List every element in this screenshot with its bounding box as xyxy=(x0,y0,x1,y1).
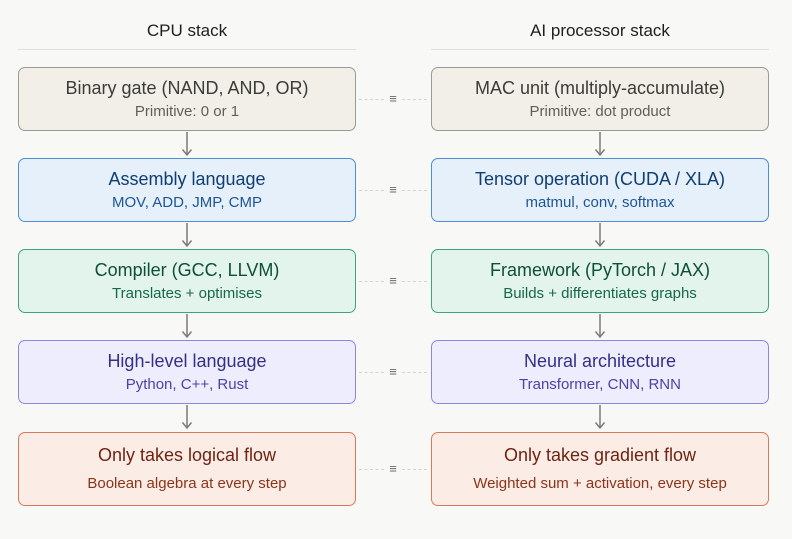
ai-layer-5-subtitle: Weighted sum + activation, every step xyxy=(473,474,727,492)
cpu-arrow-down-icon xyxy=(181,314,193,339)
ai-arrow-down-icon xyxy=(594,314,606,339)
cpu-layer-1-title: Binary gate (NAND, AND, OR) xyxy=(65,78,309,98)
dashed-line xyxy=(359,280,385,282)
equivalence-symbol: ≡ xyxy=(389,273,397,288)
cpu-arrow-down-icon xyxy=(181,223,193,248)
cpu-layer-3-title: Compiler (GCC, LLVM) xyxy=(94,260,280,280)
equivalence-connector: ≡ xyxy=(359,459,427,479)
cpu-layer-5-subtitle: Boolean algebra at every step xyxy=(87,474,287,492)
ai-layer-3-subtitle: Builds + differentiates graphs xyxy=(503,285,697,302)
ai-layer-1-subtitle: Primitive: dot product xyxy=(529,103,671,120)
dashed-line xyxy=(401,468,427,470)
dashed-line xyxy=(401,280,427,282)
dashed-line xyxy=(359,98,385,100)
cpu-layer-4-title: High-level language xyxy=(107,351,267,371)
equivalence-symbol: ≡ xyxy=(389,461,397,476)
cpu-layer-2-subtitle: MOV, ADD, JMP, CMP xyxy=(111,194,263,211)
cpu-arrow-down-icon xyxy=(181,405,193,430)
ai-layer-4-title: Neural architecture xyxy=(523,351,677,371)
ai-layer-3-title: Framework (PyTorch / JAX) xyxy=(489,260,711,280)
equivalence-symbol: ≡ xyxy=(389,364,397,379)
ai-arrow-down-icon xyxy=(594,223,606,248)
cpu-arrow-down-icon xyxy=(181,132,193,157)
ai-layer-2-box: Tensor operation (CUDA / XLA) matmul, con… xyxy=(431,158,769,222)
dashed-line xyxy=(359,371,385,373)
dashed-line xyxy=(401,189,427,191)
ai-layer-2-title: Tensor operation (CUDA / XLA) xyxy=(474,169,726,189)
cpu-layer-1-subtitle: Primitive: 0 or 1 xyxy=(134,103,240,120)
cpu-stack-header-rule xyxy=(18,49,356,50)
cpu-layer-1-box: Binary gate (NAND, AND, OR) Primitive: 0 … xyxy=(18,67,356,131)
dashed-line xyxy=(359,189,385,191)
cpu-layer-3-subtitle: Translates + optimises xyxy=(112,285,262,302)
cpu-layer-3-box: Compiler (GCC, LLVM) Translates + optimis… xyxy=(18,249,356,313)
cpu-layer-2-title: Assembly language xyxy=(108,169,266,189)
ai-stack-header-rule xyxy=(431,49,769,50)
ai-arrow-down-icon xyxy=(594,405,606,430)
ai-layer-2-subtitle: matmul, conv, softmax xyxy=(525,194,675,211)
equivalence-symbol: ≡ xyxy=(389,182,397,197)
equivalence-connector: ≡ xyxy=(359,271,427,291)
equivalence-connector: ≡ xyxy=(359,89,427,109)
ai-layer-1-box: MAC unit (multiply-accumulate) Primitive:… xyxy=(431,67,769,131)
ai-layer-1-title: MAC unit (multiply-accumulate) xyxy=(474,78,726,98)
cpu-layer-4-subtitle: Python, C++, Rust xyxy=(125,376,249,393)
ai-stack-header: AI processor stack xyxy=(530,21,670,40)
equivalence-connector: ≡ xyxy=(359,362,427,382)
dashed-line xyxy=(359,468,385,470)
equivalence-symbol: ≡ xyxy=(389,91,397,106)
ai-layer-5-title: Only takes gradient flow xyxy=(503,444,697,465)
equivalence-connector: ≡ xyxy=(359,180,427,200)
ai-layer-4-subtitle: Transformer, CNN, RNN xyxy=(519,376,681,393)
dashed-line xyxy=(401,98,427,100)
ai-layer-3-box: Framework (PyTorch / JAX) Builds + differ… xyxy=(431,249,769,313)
cpu-layer-5-title: Only takes logical flow xyxy=(97,444,277,465)
ai-arrow-down-icon xyxy=(594,132,606,157)
cpu-stack-header: CPU stack xyxy=(146,21,228,40)
dashed-line xyxy=(401,371,427,373)
